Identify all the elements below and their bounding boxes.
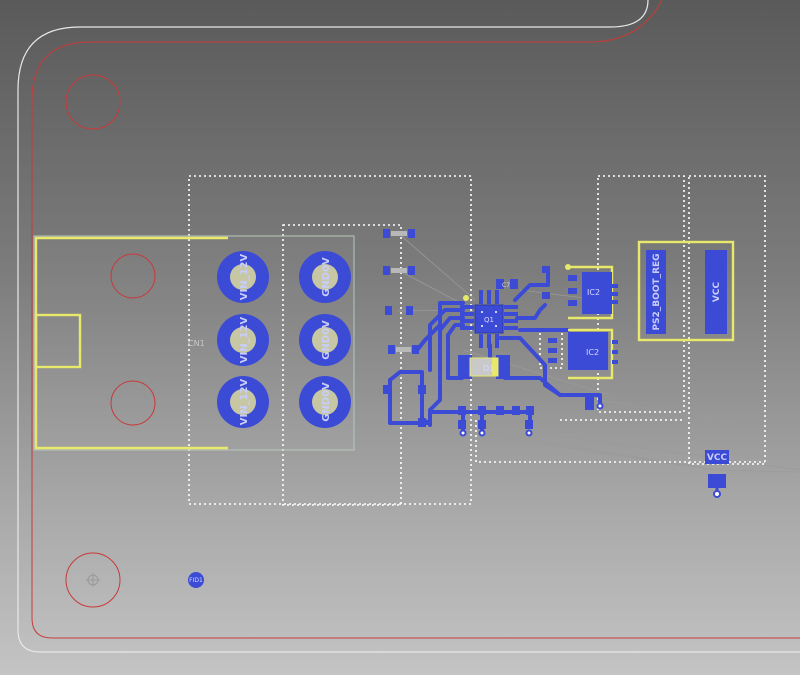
- vin-pad-3[interactable]: VIN_12V: [217, 376, 269, 428]
- gnd-pad-1[interactable]: GND0V: [299, 251, 351, 303]
- gnd-pad-label-2: GND0V: [321, 320, 332, 360]
- gnd-pad-3[interactable]: GND0V: [299, 376, 351, 428]
- ic2-bottom-package[interactable]: [548, 328, 618, 380]
- d1-ref-label: D1: [483, 364, 494, 373]
- connector-body-outline: [33, 235, 355, 451]
- gnd-pad-label-1: GND0V: [321, 257, 332, 297]
- vin-pad-label-2: VIN_12V: [239, 316, 250, 363]
- ic2-bottom-ref-label: IC2: [586, 348, 599, 357]
- passive-components-bottom[interactable]: [383, 266, 604, 437]
- vin-pad-label-3: VIN_12V: [239, 378, 250, 425]
- vcc-test-point[interactable]: [705, 450, 729, 498]
- board-edge-outer: [17, 0, 800, 653]
- q1-ic-package[interactable]: [460, 290, 518, 348]
- connector-silkscreen: [34, 236, 228, 450]
- ic2-top-package[interactable]: [565, 264, 618, 320]
- vin-pad-1[interactable]: VIN_12V: [217, 251, 269, 303]
- passive-components-left[interactable]: [383, 229, 419, 354]
- crosshair-ring: [87, 574, 99, 586]
- gnd-pad-2[interactable]: GND0V: [299, 314, 351, 366]
- board-outline-red: [31, 0, 800, 639]
- vin-pad-label-1: VIN_12V: [239, 253, 250, 300]
- mounting-hole-bottom-left: [65, 552, 121, 608]
- c7-ref-label: C7: [502, 282, 510, 289]
- ps2-boot-reg-label: PS2_BOOT_REG: [652, 253, 662, 330]
- fid1-ref-label: FID1: [189, 577, 203, 584]
- ic2-top-ref-label: IC2: [587, 288, 600, 297]
- vin-pad-2[interactable]: VIN_12V: [217, 314, 269, 366]
- vcc-regulator-label: VCC: [712, 282, 722, 303]
- mounting-hole-top-left: [65, 74, 121, 130]
- q1-ref-label: Q1: [484, 316, 494, 324]
- regulator-label-block[interactable]: [637, 240, 735, 342]
- fid1-fiducial[interactable]: [188, 572, 204, 588]
- gnd-pad-label-3: GND0V: [321, 382, 332, 422]
- c7-capacitor[interactable]: [496, 279, 518, 289]
- ratsnest-lines: [397, 232, 800, 473]
- vcc-net-label: VCC: [707, 453, 728, 463]
- connector-ref-label: CN1: [188, 339, 205, 348]
- d1-diode[interactable]: [458, 355, 510, 379]
